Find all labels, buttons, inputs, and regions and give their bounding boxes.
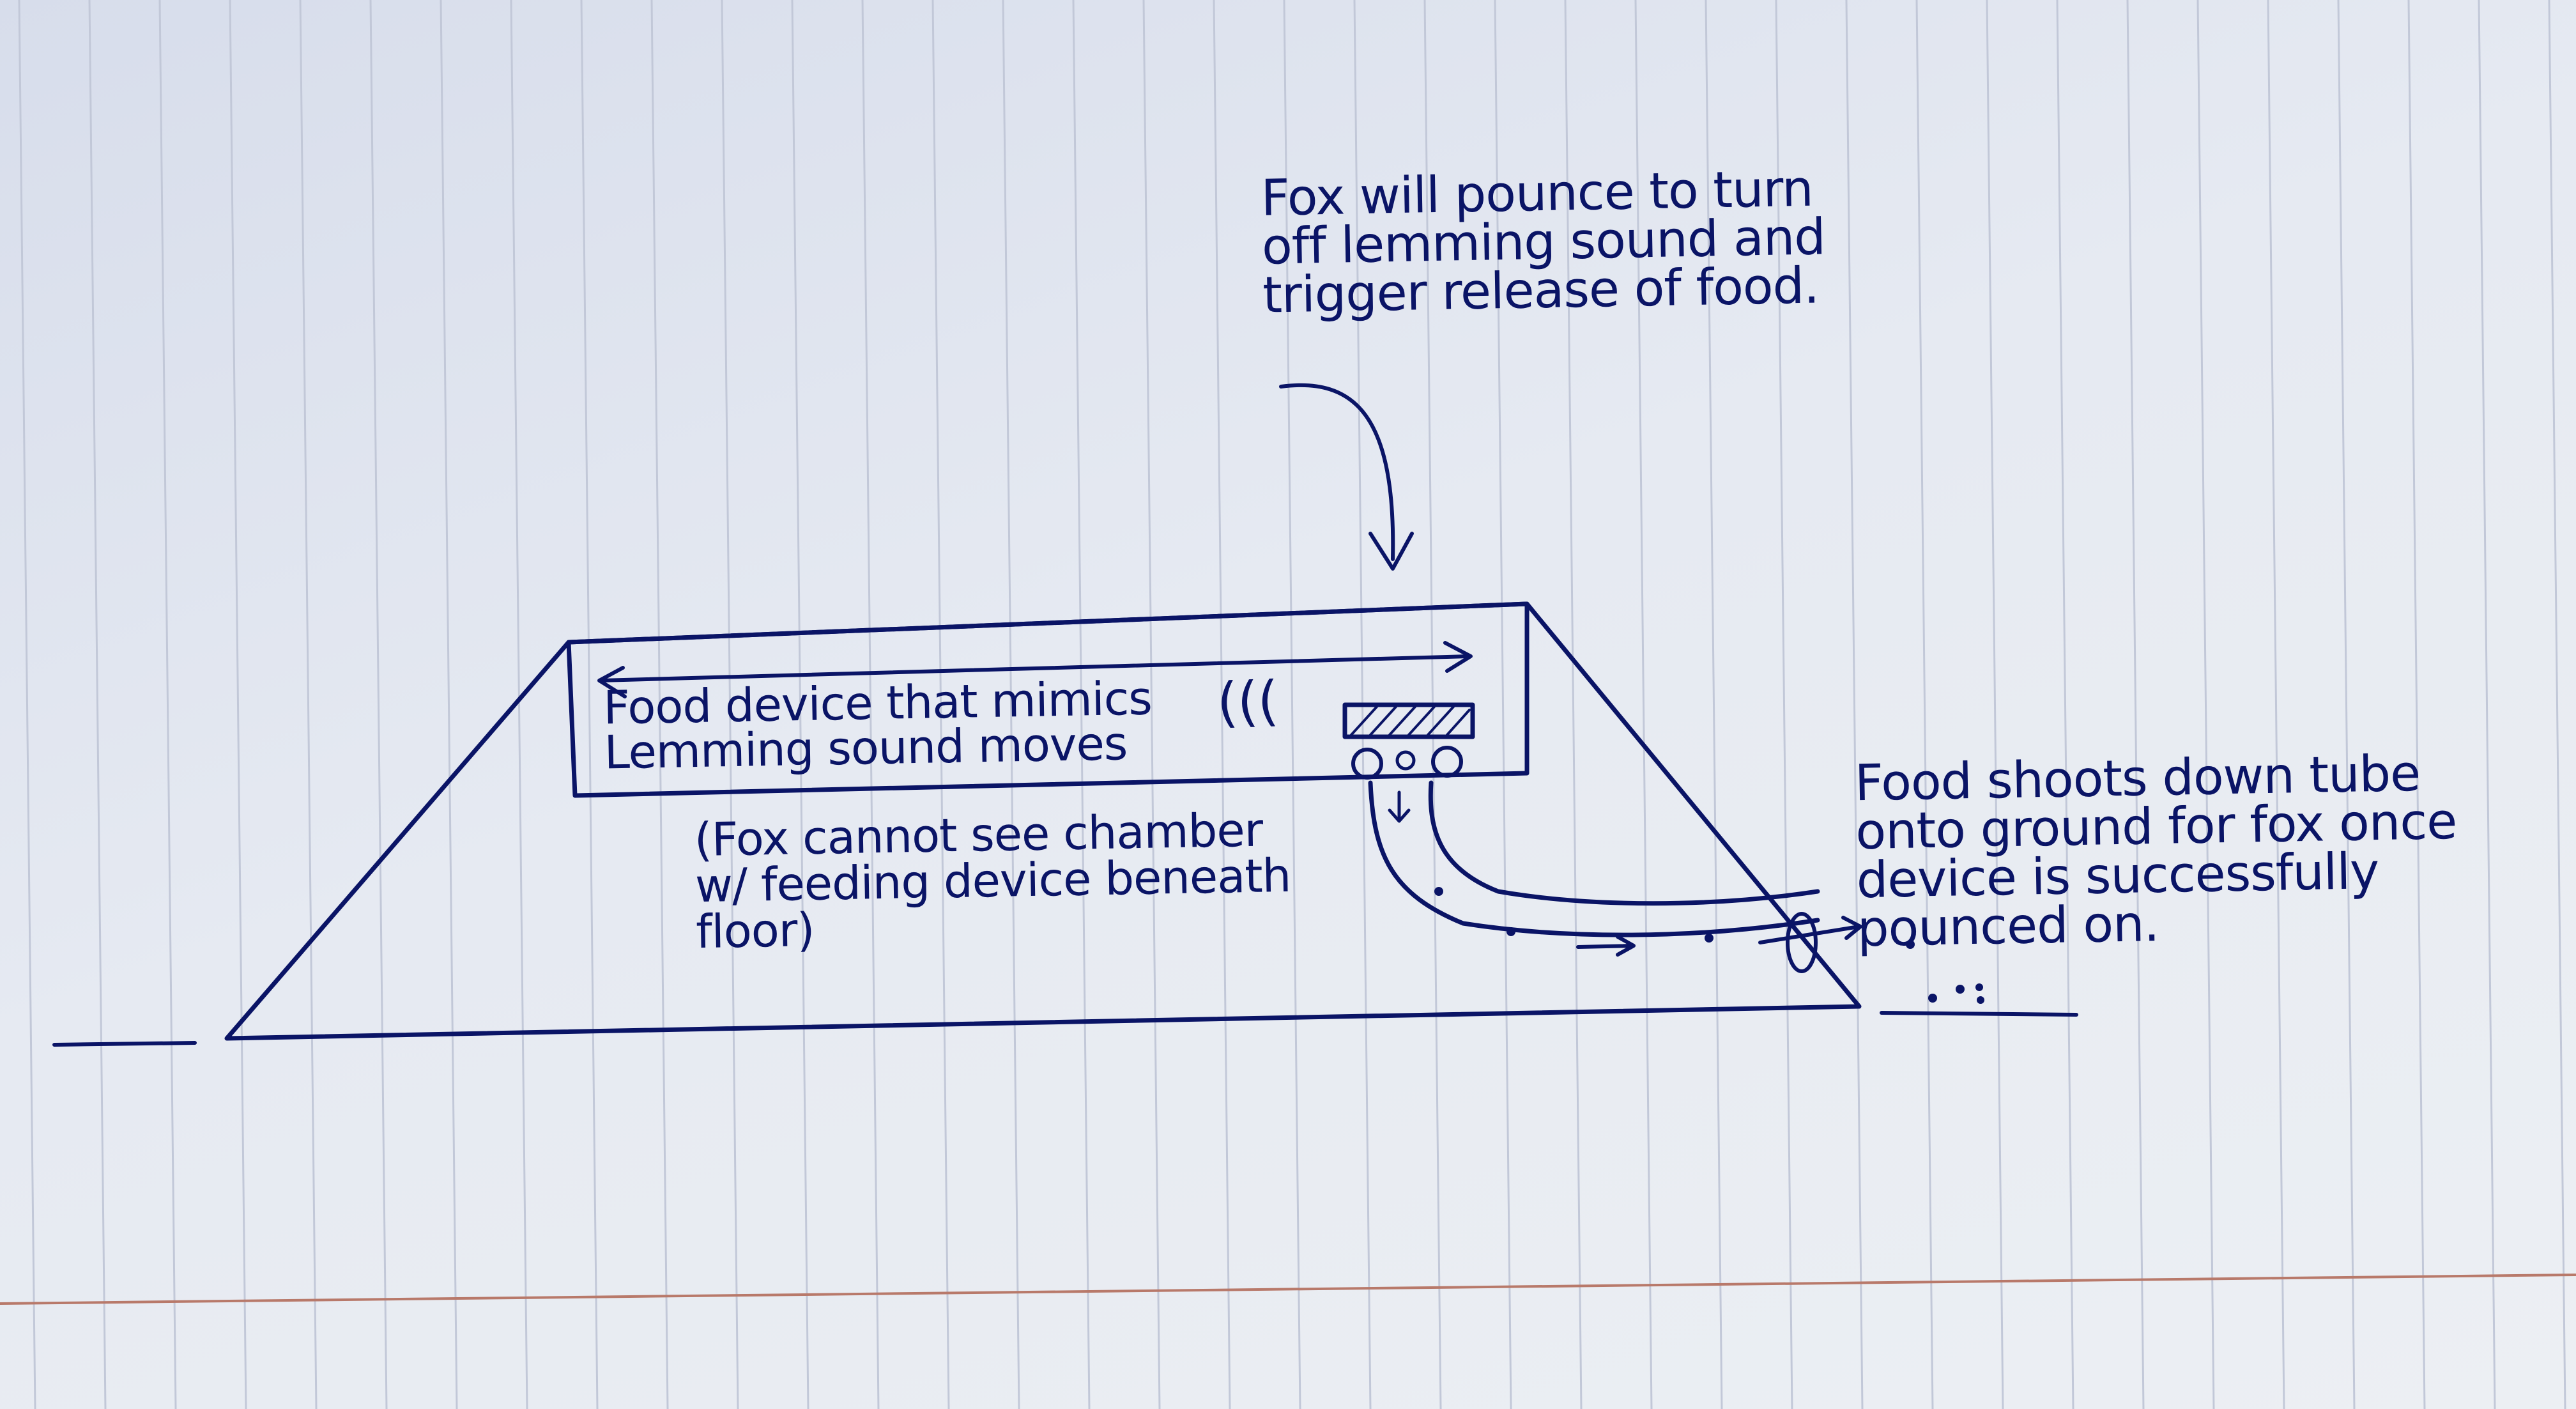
ruled-line bbox=[158, 0, 177, 1409]
annotation-hidden-chamber: (Fox cannot see chamber w/ feeding devic… bbox=[694, 803, 1291, 959]
tube-exit-arrow bbox=[1758, 916, 1862, 944]
ground-line-right bbox=[1880, 1011, 2078, 1017]
food-on-ground bbox=[1906, 940, 1984, 1004]
ruled-line bbox=[1142, 0, 1161, 1409]
ruled-line bbox=[1494, 0, 1512, 1409]
annotation-food-device: Food device that mimics Lemming sound mo… bbox=[602, 671, 1153, 780]
ruled-line bbox=[1634, 0, 1653, 1409]
annotation-fox-pounce: Fox will pounce to turn off lemming soun… bbox=[1260, 160, 1826, 325]
ruled-line bbox=[1775, 0, 1793, 1409]
food-pellets bbox=[1434, 887, 1713, 943]
ruled-line bbox=[931, 0, 950, 1409]
ruled-line bbox=[510, 0, 528, 1409]
ruled-line bbox=[650, 0, 669, 1409]
food-tube bbox=[1368, 780, 1820, 937]
hidden-chamber bbox=[566, 601, 1529, 798]
sound-waves: ((( bbox=[1216, 669, 1280, 734]
ruled-lines bbox=[18, 0, 2566, 1409]
ruled-line bbox=[1705, 0, 1723, 1409]
ruled-line bbox=[861, 0, 880, 1409]
ruled-line bbox=[2407, 0, 2426, 1409]
ruled-line bbox=[2267, 0, 2285, 1409]
pounce-arrow-head bbox=[1368, 532, 1414, 571]
ruled-line bbox=[1564, 0, 1583, 1409]
movement-arrow-head-left bbox=[597, 666, 627, 698]
ruled-line bbox=[1915, 0, 1934, 1409]
ruled-line bbox=[1002, 0, 1020, 1409]
ruled-line bbox=[1072, 0, 1091, 1409]
release-arrow bbox=[1388, 790, 1411, 823]
ruled-line bbox=[580, 0, 599, 1409]
tube-opening bbox=[1786, 912, 1818, 973]
ruled-line bbox=[1283, 0, 1301, 1409]
pounce-arrow bbox=[1279, 383, 1395, 561]
ruled-line bbox=[440, 0, 458, 1409]
food-device bbox=[1342, 702, 1475, 780]
ruled-line bbox=[1986, 0, 2004, 1409]
food-tube-lower bbox=[1428, 780, 1820, 906]
ruled-line bbox=[1845, 0, 1864, 1409]
ruled-line bbox=[791, 0, 809, 1409]
ruled-line bbox=[721, 0, 739, 1409]
ruled-line bbox=[299, 0, 318, 1409]
ruled-line bbox=[2337, 0, 2356, 1409]
ground-line-left bbox=[52, 1041, 197, 1047]
movement-arrow bbox=[599, 654, 1471, 682]
ruled-line bbox=[369, 0, 388, 1409]
ruled-line bbox=[2548, 0, 2566, 1409]
ruled-line bbox=[2126, 0, 2145, 1409]
ruled-line bbox=[2056, 0, 2074, 1409]
movement-arrow-head-right bbox=[1443, 641, 1473, 673]
ruled-line bbox=[2478, 0, 2496, 1409]
margin-line bbox=[0, 1274, 2576, 1305]
ruled-line bbox=[2196, 0, 2215, 1409]
ruled-line bbox=[229, 0, 247, 1409]
ruled-line bbox=[1213, 0, 1231, 1409]
ruled-line bbox=[18, 0, 36, 1409]
tube-flow-arrow bbox=[1576, 935, 1636, 957]
ruled-line bbox=[88, 0, 107, 1409]
annotation-food-shoots: Food shoots down tube onto ground for fo… bbox=[1854, 744, 2457, 959]
